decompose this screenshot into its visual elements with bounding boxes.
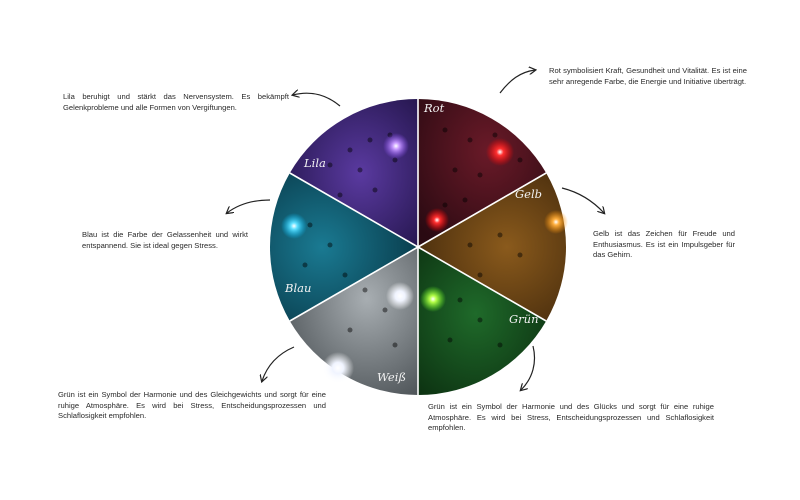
arrow-blau [227,199,271,213]
label-blau: Blau [284,281,311,295]
green-light [420,286,446,312]
wheel-segments [270,99,566,395]
arrow-gruen [521,345,536,390]
segment-blau [270,173,418,321]
label-weiss: Weiß [377,370,406,384]
label-rot: Rot [423,101,445,115]
description-rot: Rot symbolisiert Kraft, Gesundheit und V… [549,66,747,86]
arrow-gelb [561,187,604,213]
arrow-lila [293,93,341,107]
pointer-arrows [227,70,604,390]
label-gelb: Gelb [515,187,542,201]
description-lila: Lila beruhigt und stärkt das Nervensyste… [63,92,289,112]
arrow-weiss [262,346,295,381]
segment-dividers [289,99,547,395]
red-light-lower [425,208,449,232]
segment-lila [289,99,418,247]
arrow-rot [499,70,535,94]
segment-rot [418,99,547,247]
jet-nozzles [302,127,523,348]
blue-light [281,213,307,239]
segment-gruen [418,247,547,395]
purple-light [383,133,409,159]
description-gelb: Gelb ist das Zeichen für Freude und Enth… [593,229,735,259]
description-gruen: Grün ist ein Symbol der Harmonie und des… [428,402,714,432]
description-blau: Blau ist die Farbe der Gelassenheit und … [82,230,248,250]
yellow-light [544,210,568,234]
white-light-lower [322,352,354,384]
label-lila: Lila [303,156,326,170]
description-weiss: Grün ist ein Symbol der Harmonie und des… [58,390,326,420]
light-glows [281,133,568,384]
white-light [386,282,414,310]
red-light-upper [486,138,514,166]
segment-weiss [289,247,418,395]
label-gruen: Grün [509,312,539,326]
segment-gelb [418,173,566,321]
